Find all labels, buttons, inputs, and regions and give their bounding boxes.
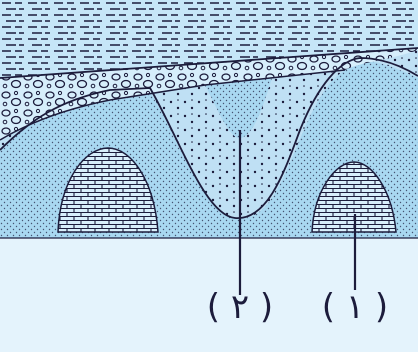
callout-label-2: ( ٢ ) — [207, 287, 273, 327]
callout-label-1: ( ١ ) — [322, 287, 388, 327]
